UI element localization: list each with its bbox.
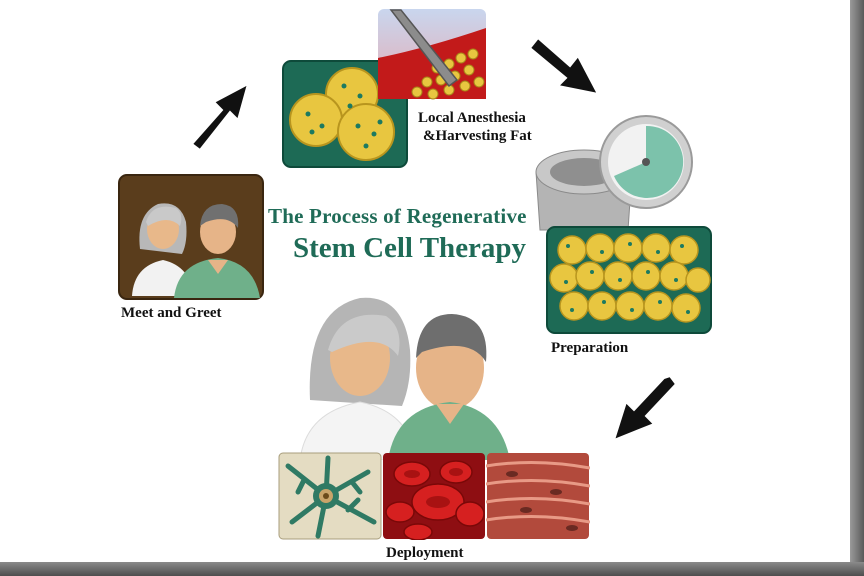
label-preparation: Preparation — [551, 340, 629, 356]
label-harvesting-fat: &Harvesting Fat — [423, 128, 532, 144]
meet-and-greet-panel — [118, 174, 264, 300]
frame-bottom-edge — [0, 562, 864, 576]
arrow-icon-3 — [612, 374, 678, 442]
preparation-panel — [546, 226, 712, 334]
title-line-1: The Process of Regenerative — [268, 204, 527, 228]
muscle-tissue-tile — [486, 453, 590, 539]
frame-right-edge — [850, 0, 864, 576]
fat-cluster-icon — [549, 233, 711, 323]
neuron-tile — [278, 452, 382, 540]
arrow-icon-2 — [528, 36, 600, 96]
centrifuge-icon — [535, 115, 693, 231]
label-meet-and-greet: Meet and Greet — [121, 305, 222, 321]
title-line-2: Stem Cell Therapy — [293, 232, 527, 264]
couple-figure — [300, 297, 510, 460]
arrow-icon-1 — [190, 82, 250, 152]
man-large-icon — [388, 314, 510, 460]
man-icon — [174, 204, 260, 298]
woman-large-icon — [300, 297, 417, 460]
label-local-anesthesia: Local Anesthesia — [418, 110, 526, 126]
fat-cells-panel — [282, 60, 408, 168]
needle-harvest-panel — [378, 9, 486, 100]
blood-cells-tile — [383, 453, 485, 540]
label-deployment: Deployment — [386, 545, 464, 561]
woman-icon — [132, 203, 194, 296]
